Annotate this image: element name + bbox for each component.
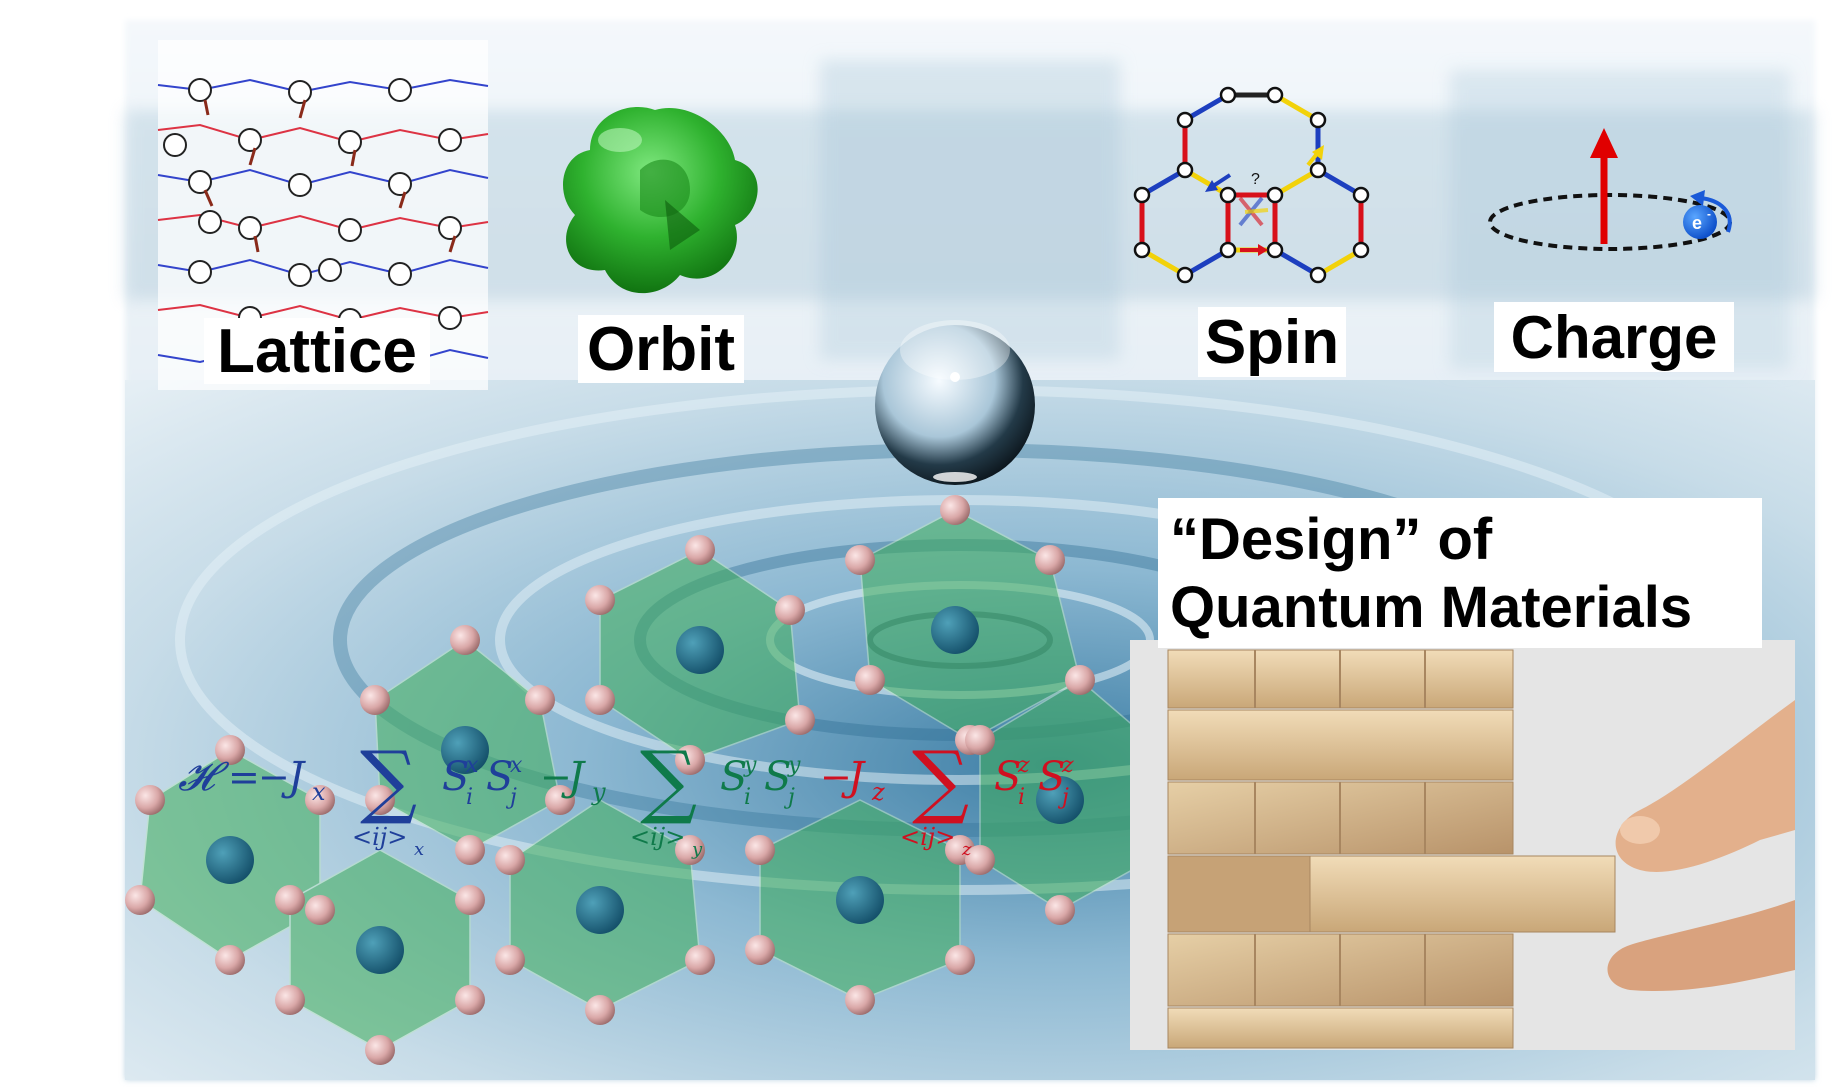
spin-question-mark: ? (1251, 171, 1260, 188)
sum-y-sub: y (691, 839, 703, 860)
sum-z-index: <ij> (900, 823, 955, 851)
sum-z-sub: z (961, 839, 972, 860)
electron-charge-sign: - (1707, 207, 1711, 221)
minus-sign-y: − (540, 755, 572, 799)
spin-op-yj: S (764, 754, 791, 800)
coupling-jx-sub: x (312, 778, 326, 806)
spin-op-yi: S (720, 754, 747, 800)
equals-sign: = (228, 755, 260, 799)
sup-xj: x (510, 753, 523, 778)
electron-symbol: e (1692, 213, 1702, 233)
sum-y: ∑ (640, 734, 697, 827)
sup-zi: z (1017, 753, 1030, 778)
orbit-label: Orbit (578, 315, 744, 384)
title-line-1: “Design” of (1170, 507, 1493, 572)
coupling-jz-sub: z (871, 778, 885, 806)
sum-y-index: <ij> (630, 823, 685, 851)
lattice-label: Lattice (204, 317, 430, 386)
jenga-photo (1130, 640, 1795, 1050)
coupling-jy-sub: y (591, 778, 606, 806)
spin-op-zj: S (1038, 754, 1065, 800)
figure-title: “Design” of Quantum Materials (1158, 498, 1762, 648)
minus-sign-x: − (258, 755, 290, 799)
sup-yi: y (743, 753, 757, 778)
sup-zj: z (1061, 753, 1074, 778)
sub-i-x: i (466, 785, 473, 810)
sup-yj: y (787, 753, 801, 778)
spin-label: Spin (1198, 307, 1346, 377)
water-droplet (875, 320, 1035, 485)
sub-i-y: i (744, 785, 751, 810)
spin-op-zi: S (994, 754, 1021, 800)
sum-x-index: <ij> (352, 823, 407, 851)
orbital-illustration (563, 106, 758, 294)
spin-op-xj: S (486, 754, 513, 800)
sub-i-z: i (1018, 785, 1025, 810)
charge-label: Charge (1494, 302, 1734, 372)
charge-illustration: e - (1488, 128, 1732, 251)
spin-illustration: ? (1133, 86, 1370, 284)
sum-z: ∑ (912, 734, 969, 827)
octahedra-crystal (125, 495, 1165, 1065)
sup-xi: x (466, 753, 479, 778)
spin-op-xi: S (442, 754, 469, 800)
sum-x-sub: x (414, 839, 424, 860)
kitaev-hamiltonian: 𝓗 = − J x ∑ <ij> x S x i S x j − J y ∑ <… (178, 734, 1074, 860)
title-line-2: Quantum Materials (1170, 575, 1693, 640)
sum-x: ∑ (360, 734, 417, 827)
minus-sign-z: − (820, 755, 852, 799)
